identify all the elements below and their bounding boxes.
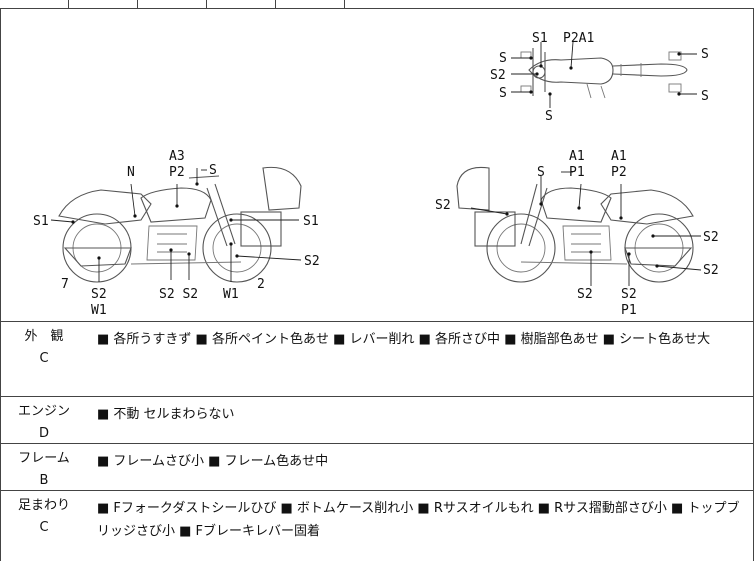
section-grade: C — [39, 520, 49, 535]
section-name: エンジン — [17, 404, 70, 419]
section-remarks: ■ フレームさび小 ■ フレーム色あせ中 — [97, 454, 329, 469]
damage-diagram: S1 P2A1 S S2 S S S S — [0, 8, 754, 322]
left-label-a3: A3 — [169, 149, 185, 164]
section-name: フレーム — [18, 451, 70, 466]
left-label-s2-front: S2 — [304, 254, 320, 269]
right-view-leaders — [470, 171, 702, 286]
section-row-engine: エンジン D ■ 不動 セルまわらない — [0, 397, 754, 444]
section-grade: D — [38, 426, 49, 441]
section-category: エンジン D — [1, 403, 87, 443]
left-label-n: N — [127, 165, 135, 180]
right-label-p1-muffler: P1 — [621, 303, 637, 318]
top-label-s1: S1 — [532, 31, 548, 46]
left-view-motorcycle — [58, 166, 302, 283]
section-name: 外 観 — [24, 329, 64, 344]
right-label-s2-bag: S2 — [435, 198, 451, 213]
top-label-p2a1: P2A1 — [563, 31, 594, 46]
left-label-p2: P2 — [169, 165, 185, 180]
left-label-2: 2 — [257, 277, 265, 292]
section-remarks: ■ Fフォークダストシールひび ■ ボトムケース削れ小 ■ Rサスオイルもれ ■… — [97, 501, 740, 539]
top-label-s-bottom: S — [545, 109, 553, 124]
right-label-s: S — [537, 165, 545, 180]
right-label-p1-rear: P1 — [569, 165, 585, 180]
section-category: 外 観 C — [1, 328, 87, 368]
left-label-7: 7 — [61, 277, 69, 292]
top-label-s2-left: S2 — [490, 68, 506, 83]
right-label-s2-upper: S2 — [703, 230, 719, 245]
right-label-s2-muffler: S2 — [621, 287, 637, 302]
section-row-suspension: 足まわり C ■ Fフォークダストシールひび ■ ボトムケース削れ小 ■ Rサス… — [0, 491, 754, 561]
motorcycle-diagram-svg: S1 P2A1 S S2 S S S S — [33, 31, 719, 318]
section-row-exterior: 外 観 C ■ 各所うすきず ■ 各所ペイント色あせ ■ レバー削れ ■ 各所さ… — [0, 322, 754, 397]
section-remarks: ■ 各所うすきず ■ 各所ペイント色あせ ■ レバー削れ ■ 各所さび中 ■ 樹… — [97, 332, 711, 347]
section-grade: B — [39, 473, 49, 488]
right-label-s2-lower: S2 — [703, 263, 719, 278]
left-label-s2-muffler: S2 — [91, 287, 107, 302]
section-row-frame: フレーム B ■ フレームさび小 ■ フレーム色あせ中 — [0, 444, 754, 491]
top-label-s-upper-right: S — [701, 47, 709, 62]
left-label-s: S — [209, 163, 217, 178]
left-view-leaders — [50, 168, 302, 282]
left-label-s1-rear: S1 — [33, 214, 49, 229]
right-label-p2-front: P2 — [611, 165, 627, 180]
left-label-s2-s2-engine: S2 S2 — [159, 287, 198, 302]
right-label-a1-front: A1 — [611, 149, 627, 164]
right-label-s2-engine: S2 — [577, 287, 593, 302]
top-label-s-upper-left: S — [499, 51, 507, 66]
top-view-leaders — [511, 41, 697, 108]
section-remarks: ■ 不動 セルまわらない — [97, 407, 235, 422]
section-category: フレーム B — [1, 450, 87, 490]
top-label-s-lower-right: S — [701, 89, 709, 104]
left-label-w1-front: W1 — [223, 287, 239, 302]
top-label-s-lower-left: S — [499, 86, 507, 101]
right-label-a1-rear: A1 — [569, 149, 585, 164]
previous-table-strip — [0, 0, 754, 9]
section-grade: C — [39, 351, 49, 366]
left-label-w1-rear: W1 — [91, 303, 107, 318]
top-view-motorcycle — [520, 48, 688, 99]
left-label-s1-front: S1 — [303, 214, 319, 229]
section-category: 足まわり C — [1, 497, 87, 537]
section-name: 足まわり — [17, 498, 70, 513]
